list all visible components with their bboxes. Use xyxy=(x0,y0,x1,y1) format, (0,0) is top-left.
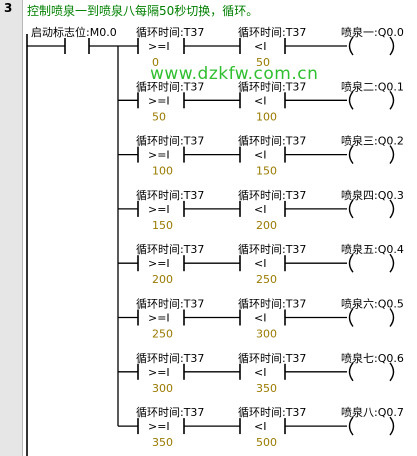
coil-right-paren[interactable] xyxy=(389,416,395,436)
compare-lt-value[interactable]: 500 xyxy=(256,436,277,449)
compare-ge-label[interactable]: 循环时间:T37 xyxy=(136,243,204,256)
compare-lt-value[interactable]: 200 xyxy=(256,219,277,232)
compare-lt-value[interactable]: 300 xyxy=(256,328,277,341)
compare-lt-operator: <I xyxy=(254,149,266,162)
compare-ge-value[interactable]: 100 xyxy=(152,165,173,178)
compare-lt-label[interactable]: 循环时间:T37 xyxy=(238,352,306,365)
coil-left-paren[interactable] xyxy=(348,36,354,56)
network-comment[interactable]: 控制喷泉一到喷泉八每隔50秒切换，循环。 xyxy=(27,4,259,18)
start-contact-label[interactable]: 启动标志位:M0.0 xyxy=(31,25,117,39)
compare-ge-label[interactable]: 循环时间:T37 xyxy=(136,135,204,148)
compare-ge-operator: >=I xyxy=(148,40,170,53)
compare-ge-value[interactable]: 250 xyxy=(152,328,173,341)
coil-right-paren[interactable] xyxy=(389,253,395,273)
coil-left-paren[interactable] xyxy=(348,199,354,219)
coil-label[interactable]: 喷泉六:Q0.5 xyxy=(341,297,404,311)
coil-label[interactable]: 喷泉七:Q0.6 xyxy=(341,351,404,365)
coil-left-paren[interactable] xyxy=(348,253,354,273)
compare-lt-value[interactable]: 350 xyxy=(256,382,277,395)
watermark-text: www.dzkfw.com.cn xyxy=(150,64,319,84)
compare-ge-value[interactable]: 150 xyxy=(152,219,173,232)
compare-ge-label[interactable]: 循环时间:T37 xyxy=(136,189,204,202)
compare-ge-label[interactable]: 循环时间:T37 xyxy=(136,298,204,311)
compare-ge-operator: >=I xyxy=(148,149,170,162)
compare-lt-operator: <I xyxy=(254,203,266,216)
coil-left-paren[interactable] xyxy=(348,416,354,436)
compare-lt-operator: <I xyxy=(254,312,266,325)
coil-label[interactable]: 喷泉四:Q0.3 xyxy=(341,188,404,202)
compare-ge-operator: >=I xyxy=(148,257,170,270)
coil-left-paren[interactable] xyxy=(348,145,354,165)
coil-left-paren[interactable] xyxy=(348,308,354,327)
compare-lt-label[interactable]: 循环时间:T37 xyxy=(238,189,306,202)
coil-right-paren[interactable] xyxy=(389,90,395,110)
coil-right-paren[interactable] xyxy=(389,199,395,219)
compare-lt-label[interactable]: 循环时间:T37 xyxy=(238,80,306,93)
compare-ge-value[interactable]: 200 xyxy=(152,273,173,286)
compare-lt-label[interactable]: 循环时间:T37 xyxy=(238,406,306,419)
compare-lt-operator: <I xyxy=(254,94,266,107)
compare-ge-value[interactable]: 300 xyxy=(152,382,173,395)
network-gutter: 3 xyxy=(0,0,23,456)
compare-ge-operator: >=I xyxy=(148,203,170,216)
compare-lt-operator: <I xyxy=(254,420,266,433)
coil-label[interactable]: 喷泉三:Q0.2 xyxy=(341,134,404,148)
coil-right-paren[interactable] xyxy=(389,308,395,327)
coil-right-paren[interactable] xyxy=(389,362,395,382)
compare-lt-operator: <I xyxy=(254,366,266,379)
coil-label[interactable]: 喷泉八:Q0.7 xyxy=(341,405,404,419)
compare-ge-label[interactable]: 循环时间:T37 xyxy=(136,26,204,39)
network-number: 3 xyxy=(4,1,13,15)
compare-ge-value[interactable]: 0 xyxy=(152,56,159,69)
compare-ge-operator: >=I xyxy=(148,366,170,379)
compare-lt-value[interactable]: 150 xyxy=(256,165,277,178)
coil-label[interactable]: 喷泉二:Q0.1 xyxy=(341,79,404,93)
compare-lt-label[interactable]: 循环时间:T37 xyxy=(238,298,306,311)
compare-ge-value[interactable]: 350 xyxy=(152,436,173,449)
compare-lt-value[interactable]: 100 xyxy=(256,110,277,123)
compare-lt-value[interactable]: 50 xyxy=(256,56,270,69)
compare-lt-label[interactable]: 循环时间:T37 xyxy=(238,135,306,148)
coil-label[interactable]: 喷泉五:Q0.4 xyxy=(341,242,404,256)
compare-ge-label[interactable]: 循环时间:T37 xyxy=(136,80,204,93)
compare-lt-value[interactable]: 250 xyxy=(256,273,277,286)
compare-ge-operator: >=I xyxy=(148,420,170,433)
compare-lt-operator: <I xyxy=(254,257,266,270)
coil-label[interactable]: 喷泉一:Q0.0 xyxy=(341,25,404,39)
compare-ge-label[interactable]: 循环时间:T37 xyxy=(136,406,204,419)
compare-lt-label[interactable]: 循环时间:T37 xyxy=(238,243,306,256)
compare-ge-operator: >=I xyxy=(148,312,170,325)
coil-right-paren[interactable] xyxy=(389,36,395,56)
coil-right-paren[interactable] xyxy=(389,145,395,165)
coil-left-paren[interactable] xyxy=(348,362,354,382)
coil-left-paren[interactable] xyxy=(348,90,354,110)
compare-ge-label[interactable]: 循环时间:T37 xyxy=(136,352,204,365)
compare-ge-value[interactable]: 50 xyxy=(152,110,166,123)
compare-lt-label[interactable]: 循环时间:T37 xyxy=(238,26,306,39)
compare-ge-operator: >=I xyxy=(148,94,170,107)
compare-lt-operator: <I xyxy=(254,40,266,53)
